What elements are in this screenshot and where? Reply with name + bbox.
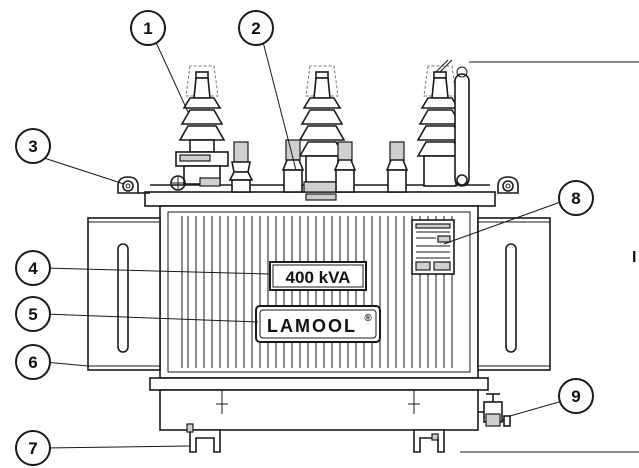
svg-text:2: 2	[251, 19, 260, 38]
svg-text:9: 9	[571, 387, 580, 406]
callout-7: 7	[15, 430, 51, 466]
svg-text:3: 3	[28, 137, 37, 156]
leader-lines	[43, 37, 567, 449]
base-skid-right	[413, 429, 445, 453]
side-label-partial: I	[632, 249, 636, 266]
rating-plate: 400 kVA	[269, 261, 367, 291]
callout-8: 8	[558, 180, 594, 216]
hv-bushing-center	[298, 65, 346, 201]
svg-text:5: 5	[28, 305, 37, 324]
brand-logo-text: LAMOOL	[267, 316, 357, 336]
hv-bushing-right	[416, 59, 464, 187]
callout-9: 9	[558, 378, 594, 414]
svg-text:8: 8	[571, 189, 580, 208]
callout-4: 4	[15, 250, 51, 286]
lv-bushing-4	[385, 141, 409, 193]
lifting-lug-right	[497, 176, 519, 194]
hv-bushing-left	[170, 65, 229, 191]
nameplate-data-panel	[411, 219, 455, 275]
lv-bushing-1	[228, 141, 254, 193]
callout-3: 3	[15, 128, 51, 164]
svg-text:7: 7	[28, 439, 37, 458]
brand-logo-plate: LAMOOL ®	[255, 305, 381, 343]
svg-text:6: 6	[28, 353, 37, 372]
lv-bushing-3	[333, 141, 357, 193]
callout-2: 2	[238, 10, 274, 46]
brand-registered-mark: ®	[364, 313, 372, 324]
tank-base	[149, 377, 489, 431]
lifting-lug-left	[117, 176, 150, 194]
svg-text:1: 1	[143, 19, 152, 38]
callout-1: 1	[130, 10, 166, 46]
callout-6: 6	[15, 344, 51, 380]
lv-bushing-2	[281, 139, 305, 193]
drain-valve	[478, 393, 511, 427]
callout-5: 5	[15, 296, 51, 332]
base-skid-left	[186, 423, 221, 453]
radiator-panel-left	[87, 217, 161, 371]
svg-text:4: 4	[28, 259, 38, 278]
rating-plate-text: 400 kVA	[286, 268, 351, 287]
conservator-tube	[454, 61, 639, 187]
radiator-panel-right	[477, 217, 551, 371]
